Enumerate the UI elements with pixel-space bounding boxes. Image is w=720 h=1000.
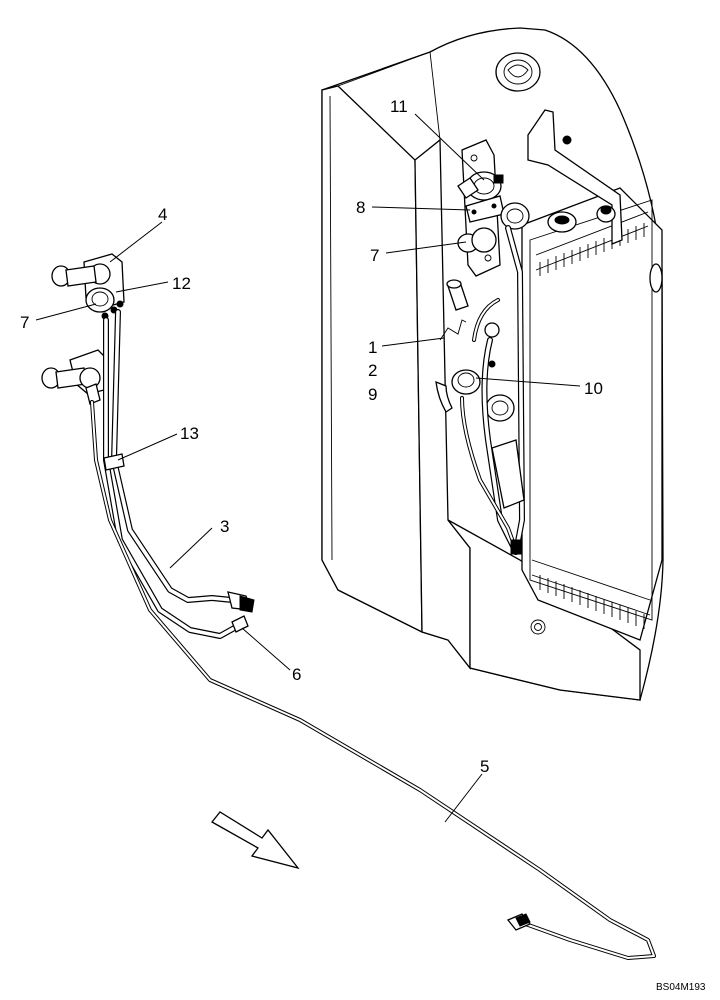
leader-lines xyxy=(35,113,581,823)
callout-7-right: 7 xyxy=(370,246,379,265)
callout-2: 2 xyxy=(368,361,377,380)
callout-1: 1 xyxy=(368,338,377,357)
callout-5: 5 xyxy=(480,757,489,776)
callout-8-right: 8 xyxy=(356,198,365,217)
callout-7-left: 7 xyxy=(20,313,29,332)
drawing-code: BS04M193 xyxy=(656,982,706,993)
callouts: 11 8 7 1 2 9 10 4 12 7 13 3 6 5 xyxy=(20,97,603,776)
callout-13: 13 xyxy=(180,424,199,443)
callout-6: 6 xyxy=(292,665,301,684)
callout-3: 3 xyxy=(220,517,229,536)
radiator xyxy=(521,109,663,641)
callout-11: 11 xyxy=(390,97,408,116)
callout-9: 9 xyxy=(368,385,377,404)
callout-12: 12 xyxy=(172,274,191,293)
callout-10: 10 xyxy=(584,379,603,398)
right-sensor-assembly xyxy=(435,139,530,555)
left-sensor-assembly xyxy=(41,253,656,960)
callout-4: 4 xyxy=(158,205,167,224)
forward-arrow-icon xyxy=(211,811,300,870)
